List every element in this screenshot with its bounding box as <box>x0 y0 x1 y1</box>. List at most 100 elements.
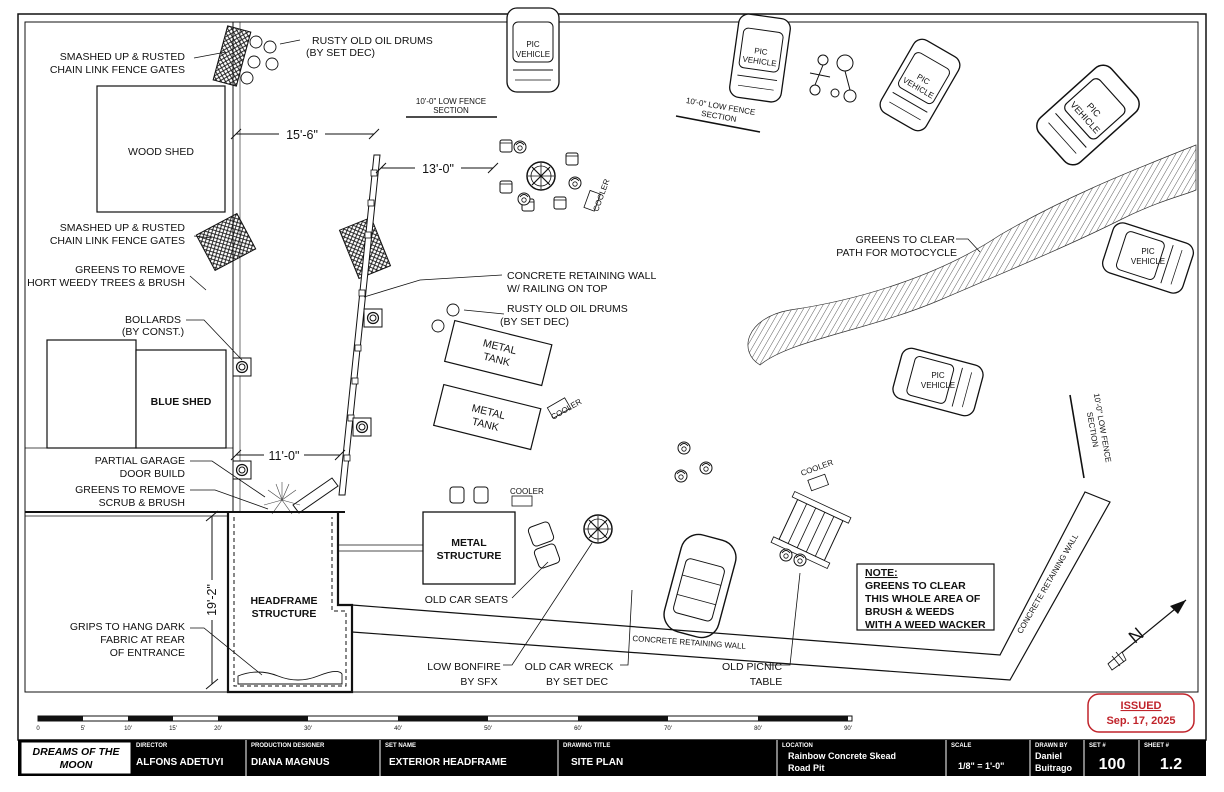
note-line: THIS WHOLE AREA OF <box>865 593 981 605</box>
svg-text:PRODUCTION DESIGNER: PRODUCTION DESIGNER <box>251 743 325 749</box>
dimension-15-6: 15'-6" <box>286 128 318 142</box>
pic-vehicle-1: PIC VEHICLE <box>506 7 560 93</box>
scale-tick-label: 30' <box>304 726 312 732</box>
scale-tick-label: 15' <box>169 726 177 732</box>
metal-structure <box>422 511 516 585</box>
low-fence-label-1: 10'-0" LOW FENCE <box>416 97 486 106</box>
designer-name: DIANA MAGNUS <box>251 757 330 768</box>
svg-text:DOOR BUILD: DOOR BUILD <box>120 468 186 480</box>
greens-clear-label: GREENS TO CLEAR <box>856 234 956 246</box>
location-line-1: Rainbow Concrete Skead <box>788 751 896 761</box>
cooler <box>583 189 601 212</box>
svg-text:SET #: SET # <box>1089 743 1106 749</box>
stamp-date: Sep. 17, 2025 <box>1106 715 1175 727</box>
oil-drum <box>446 303 460 317</box>
svg-text:SCALE: SCALE <box>951 743 971 749</box>
svg-text:PIC: PIC <box>754 46 769 57</box>
bollard <box>232 357 252 377</box>
wood-shed-label: WOOD SHED <box>128 146 194 158</box>
greens-remove-label: GREENS TO REMOVE <box>75 264 185 276</box>
motorcycles <box>809 54 857 103</box>
pic-vehicle-4: PIC VEHICLE <box>1031 59 1145 171</box>
svg-text:PIC: PIC <box>1141 247 1155 256</box>
scale-tick-label: 40' <box>394 726 402 732</box>
old-car-seats <box>527 521 561 569</box>
garage-door-label: PARTIAL GARAGE <box>95 455 185 467</box>
rusty-drums-label: RUSTY OLD OIL DRUMS <box>312 35 433 47</box>
blue-shed <box>135 349 227 449</box>
bollards-label: BOLLARDS <box>125 314 181 326</box>
metal-structure-label-1: METAL <box>451 537 487 549</box>
pic-vehicle-5: PIC VEHICLE <box>1099 219 1197 297</box>
blue-shed-label: BLUE SHED <box>151 396 212 408</box>
scale-tick-label: 0 <box>36 726 40 732</box>
concrete-retaining-wall <box>351 491 1111 681</box>
retaining-wall-label: CONCRETE RETAINING WALL <box>632 634 747 651</box>
leader-lines <box>186 39 981 676</box>
svg-text:PATH FOR MOTOCYCLE: PATH FOR MOTOCYCLE <box>836 247 957 259</box>
scale-tick-label: 10' <box>124 726 132 732</box>
svg-text:FABRIC AT REAR: FABRIC AT REAR <box>100 634 185 646</box>
chair <box>499 139 513 153</box>
metal-structure-label-2: STRUCTURE <box>437 550 502 562</box>
cooler <box>546 397 572 419</box>
dimension-13-0: 13'-0" <box>422 162 454 176</box>
svg-text:SET NAME: SET NAME <box>385 743 416 749</box>
scale-tick-label: 80' <box>754 726 762 732</box>
dark-fabric <box>237 671 343 685</box>
headframe-structure <box>226 512 354 694</box>
north-arrow-icon <box>1107 599 1187 671</box>
scale-tick-label: 5' <box>81 726 85 732</box>
note-line: GREENS TO CLEAR <box>865 580 966 592</box>
svg-text:COOLER: COOLER <box>510 487 544 496</box>
greens-scrub-label: GREENS TO REMOVE <box>75 484 185 496</box>
oil-drum <box>249 35 263 49</box>
fence-gates-label: SMASHED UP & RUSTED <box>60 51 186 63</box>
drawn-by-2: Buitrago <box>1035 763 1073 773</box>
svg-text:DRAWN BY: DRAWN BY <box>1035 743 1068 749</box>
svg-text:OF ENTRANCE: OF ENTRANCE <box>110 647 185 659</box>
fence-gate-mid <box>195 212 257 272</box>
fence-gates-label-2: SMASHED UP & RUSTED <box>60 222 186 234</box>
retaining-railing-label: CONCRETE RETAINING WALL <box>507 270 657 282</box>
svg-text:PIC: PIC <box>526 40 540 49</box>
headframe-label-1: HEADFRAME <box>250 595 317 607</box>
dimension-11-0: 11'-0" <box>269 449 300 463</box>
stamp-title: ISSUED <box>1121 700 1162 712</box>
wood-shed <box>96 85 226 213</box>
bonfire-pit-top <box>526 161 556 191</box>
svg-text:VEHICLE: VEHICLE <box>516 50 550 59</box>
svg-text:DRAWING TITLE: DRAWING TITLE <box>563 743 610 749</box>
dimension-19-2: 19'-2" <box>205 584 219 616</box>
svg-text:LOCATION: LOCATION <box>782 743 813 749</box>
bollard <box>232 460 252 480</box>
pic-vehicle-3: PIC VEHICLE <box>875 34 965 136</box>
set-name: EXTERIOR HEADFRAME <box>389 757 507 768</box>
drawing-frame <box>24 21 1199 693</box>
project-title: DREAMS OF THE <box>33 746 121 758</box>
low-bonfire-label: LOW BONFIRE <box>427 661 501 673</box>
old-car-seats-label: OLD CAR SEATS <box>425 594 508 606</box>
rusty-drums-mid-label: RUSTY OLD OIL DRUMS <box>507 303 628 315</box>
svg-text:SCRUB & BRUSH: SCRUB & BRUSH <box>99 497 185 509</box>
scale-bar <box>37 715 853 722</box>
svg-text:(BY SET DEC): (BY SET DEC) <box>306 47 375 59</box>
drawing-title: SITE PLAN <box>571 757 623 768</box>
retaining-wall-diag-label: CONCRETE RETAINING WALL <box>1015 532 1080 636</box>
svg-text:PIC: PIC <box>931 371 945 380</box>
low-fence-section-2 <box>675 115 761 133</box>
note-title: NOTE: <box>865 567 898 579</box>
issued-stamp: ISSUED Sep. 17, 2025 <box>1087 693 1195 733</box>
svg-text:W/ RAILING ON TOP: W/ RAILING ON TOP <box>507 283 608 295</box>
cooler <box>807 473 830 492</box>
old-car-wreck <box>663 533 737 639</box>
sheet-number: 1.2 <box>1160 756 1182 773</box>
svg-text:DIRECTOR: DIRECTOR <box>136 743 168 749</box>
svg-text:BY SFX: BY SFX <box>460 676 497 688</box>
pic-vehicle-6: PIC VEHICLE <box>890 345 986 419</box>
svg-text:VEHICLE: VEHICLE <box>921 381 955 390</box>
svg-text:SHEET #: SHEET # <box>1144 743 1170 749</box>
pic-vehicle-2: PIC VEHICLE <box>727 12 793 104</box>
